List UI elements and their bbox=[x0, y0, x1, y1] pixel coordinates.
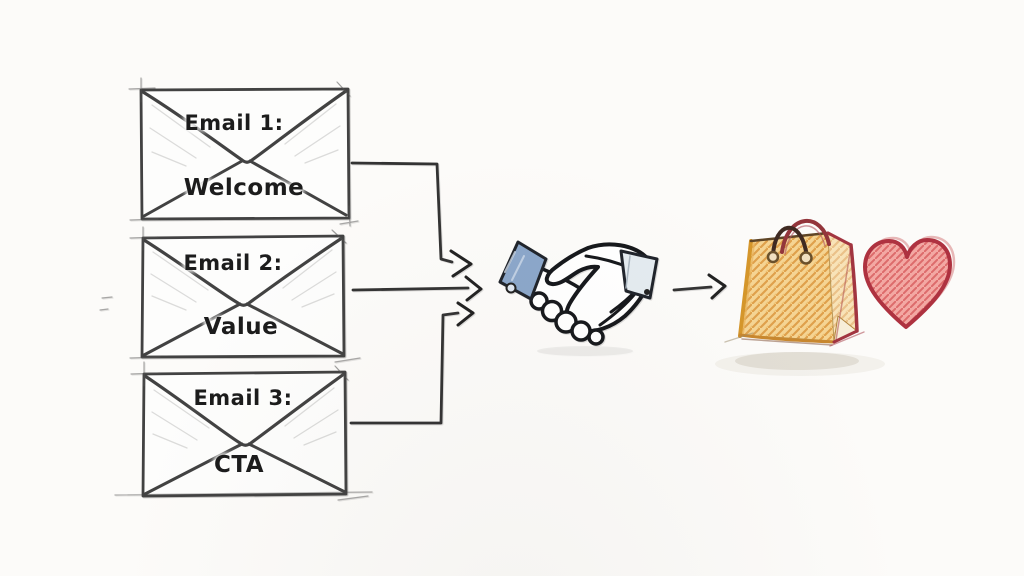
handshake-shadow bbox=[537, 346, 633, 356]
envelope-3-icon bbox=[114, 361, 373, 501]
email-3-title-label: Email 3: bbox=[193, 386, 293, 410]
arrow-email2-to-handshake-icon bbox=[351, 275, 483, 302]
email-1-subtitle-label: Welcome bbox=[183, 175, 305, 201]
right-cuff bbox=[619, 249, 659, 300]
shopping-bag-icon bbox=[715, 218, 885, 376]
bag-shadow-inner bbox=[735, 352, 859, 370]
email-2-title-label: Email 2: bbox=[183, 251, 283, 275]
envelope-2-hatching bbox=[150, 249, 337, 311]
email-3-subtitle-label: CTA bbox=[213, 452, 265, 478]
heart-icon bbox=[863, 235, 956, 329]
envelope-2-sketch-ticks bbox=[99, 226, 361, 363]
email-2-subtitle-label: Value bbox=[203, 314, 279, 340]
bag-shadow bbox=[715, 352, 885, 376]
bag-handle-brown bbox=[771, 225, 808, 257]
arrow-email3-to-handshake-icon bbox=[349, 301, 475, 425]
envelope-2-icon bbox=[99, 226, 361, 363]
envelope-1-icon bbox=[128, 77, 359, 227]
envelope-3-sketch-ticks bbox=[130, 361, 369, 501]
construction-line bbox=[114, 491, 373, 496]
arrow-email1-to-handshake-icon bbox=[350, 161, 473, 278]
left-cuff bbox=[498, 240, 548, 301]
bag-sketch-ticks bbox=[724, 331, 865, 347]
bag-handle-red bbox=[780, 218, 831, 254]
email-1-title-label: Email 1: bbox=[184, 111, 284, 135]
handshake-icon bbox=[498, 240, 659, 356]
envelope-1-hatching bbox=[149, 103, 341, 167]
bag-handle-ring bbox=[799, 251, 813, 265]
knuckles bbox=[529, 291, 605, 346]
envelope-3-hatching bbox=[151, 387, 339, 449]
envelope-1-sketch-ticks bbox=[128, 77, 359, 227]
arrow-handshake-to-outcome-icon bbox=[672, 273, 727, 300]
bag-handle-ring bbox=[766, 250, 780, 264]
